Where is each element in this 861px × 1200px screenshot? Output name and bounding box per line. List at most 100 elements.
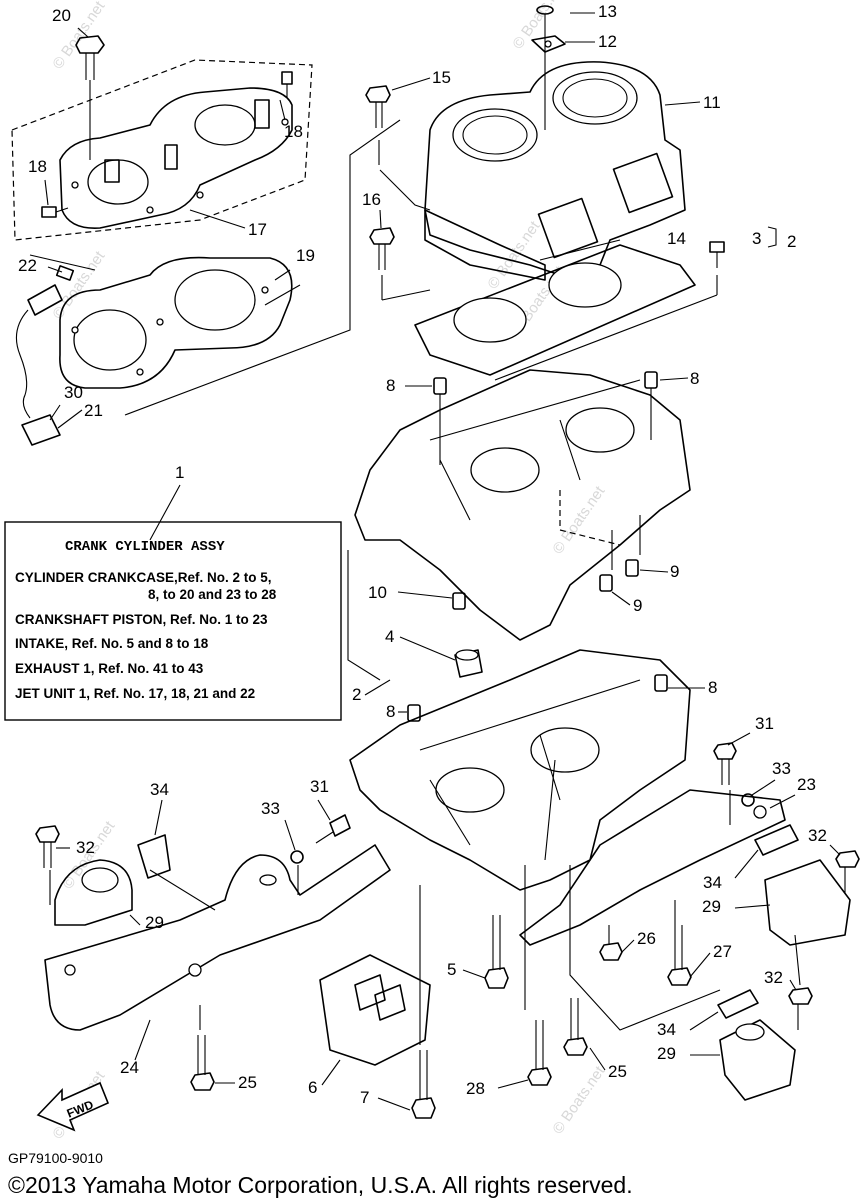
gasket-hole	[261, 286, 269, 294]
left-mount-bracket-part	[44, 834, 391, 1031]
damper-29-right-top	[764, 859, 851, 946]
intake-spacer-part	[319, 954, 431, 1066]
bolt-head	[835, 850, 860, 868]
lower-crankcase-web	[419, 679, 641, 846]
cylinder-bore-left-inner	[462, 115, 528, 155]
exhaust-port-right	[612, 152, 674, 214]
dowel-pin-8	[654, 674, 668, 692]
info-box-line: CYLINDER CRANKCASE,Ref. No. 2 to 5,	[15, 570, 272, 585]
bolt-26	[599, 925, 623, 961]
callout-label: 32	[76, 838, 95, 857]
bolt-head	[369, 227, 395, 245]
bracket-hole	[188, 963, 202, 977]
damper-top	[81, 867, 119, 893]
callout-label: 26	[637, 929, 656, 948]
bolt-7	[411, 1050, 436, 1119]
callout-label: 15	[432, 68, 451, 87]
cylinder-gasket-bore-left	[453, 297, 527, 343]
head-gasket-bore-right	[174, 269, 256, 331]
callout-label: 33	[261, 799, 280, 818]
exhaust-port-left	[537, 197, 599, 259]
crankcase-hidden-line	[559, 490, 621, 546]
dowel-pin-8	[433, 377, 447, 395]
callout-label: 6	[308, 1078, 317, 1097]
head-cover-outline	[59, 87, 293, 229]
callout-label: 5	[447, 960, 456, 979]
dowel-pin-9	[625, 559, 639, 577]
callout-label: 23	[797, 775, 816, 794]
callout-label: 8	[690, 369, 699, 388]
damper-top	[735, 1023, 765, 1041]
info-box-frame	[4, 521, 342, 721]
head-cover-hole	[71, 181, 79, 189]
bolt-20-part	[75, 35, 105, 160]
callout-label: 18	[28, 157, 47, 176]
head-gasket-part	[59, 256, 293, 389]
callout-label: 31	[310, 777, 329, 796]
callout-label: 9	[670, 562, 679, 581]
forward-arrow-shape	[36, 1081, 110, 1132]
callout-label: 13	[598, 2, 617, 21]
head-cover-hole	[146, 206, 154, 214]
hose-line	[15, 309, 31, 419]
bracket-hole	[64, 964, 76, 976]
intake-spacer-outline	[319, 954, 431, 1066]
callout-label: 28	[466, 1079, 485, 1098]
head-cover-port-right	[194, 104, 256, 146]
head-cover-boss-2	[164, 144, 178, 170]
dowel-pin-8	[644, 371, 658, 389]
callout-label: 25	[608, 1062, 627, 1081]
crankcase-web	[429, 379, 641, 521]
dowel-pin-10	[452, 592, 466, 610]
callout-label: 18	[284, 122, 303, 141]
hose-fitting-21	[21, 414, 61, 446]
bracket-icon	[767, 226, 777, 248]
callout-label: 8	[386, 376, 395, 395]
intake-reed-1	[354, 974, 386, 1011]
bolt-5	[484, 915, 509, 989]
screw-head	[281, 71, 293, 85]
info-box-title: CRANK CYLINDER ASSY	[65, 539, 225, 555]
damper-hole	[259, 874, 277, 886]
damper-29-left	[54, 859, 133, 926]
watermark: © Boats.net	[549, 1062, 608, 1137]
screw-head	[41, 206, 57, 218]
cylinder-base-flange	[424, 209, 546, 281]
callout-label: 34	[150, 780, 169, 799]
bolt-32-left-part	[35, 825, 60, 868]
info-box-line: CRANKSHAFT PISTON, Ref. No. 1 to 23	[15, 612, 268, 627]
info-box: CRANK CYLINDER ASSY CYLINDER CRANKCASE,R…	[4, 484, 342, 721]
callout-label: 9	[633, 596, 642, 615]
info-box-line: INTAKE, Ref. No. 5 and 8 to 18	[15, 636, 209, 651]
wire-clip-34	[717, 989, 759, 1019]
bolt-28	[527, 1020, 552, 1086]
callout-label: 21	[84, 401, 103, 420]
callout-label: 32	[764, 968, 783, 987]
diagram-code: GP79100-9010	[8, 1150, 103, 1166]
screw-shank	[55, 207, 69, 213]
wire-clip-34	[137, 834, 171, 879]
callout-label: 12	[598, 32, 617, 51]
lower-crankcase-journal-right	[530, 727, 600, 773]
cylinder-gasket-bore-right	[548, 262, 622, 308]
cylinder-gasket-outline	[414, 244, 696, 376]
screw-18-part	[41, 71, 293, 218]
callout-label: 16	[362, 190, 381, 209]
info-box-leader	[149, 484, 181, 541]
copyright-notice: ©2013 Yamaha Motor Corporation, U.S.A. A…	[8, 1172, 633, 1198]
callout-labels: 1 2 2 3 4 5 6 7 8 8 8 8 9 9 10 11 12 13 …	[18, 2, 827, 1107]
bracket-hole	[753, 805, 767, 819]
cylinder-head-cover-part	[11, 59, 313, 241]
spacer-block	[531, 35, 566, 53]
lower-crankcase-part	[349, 649, 691, 891]
bolt-31-left-part	[290, 814, 351, 864]
bolt-32-right-part	[788, 850, 860, 1030]
bolt-head	[709, 241, 725, 253]
bolt-head	[329, 814, 351, 837]
head-gasket-outline	[59, 256, 293, 389]
info-box-line: 8, to 20 and 23 to 28	[148, 587, 277, 602]
cylinder-gasket-part	[414, 244, 696, 376]
gasket-hole	[71, 326, 79, 334]
hose-clamp-22	[55, 265, 75, 281]
callout-label: 2	[352, 685, 361, 704]
